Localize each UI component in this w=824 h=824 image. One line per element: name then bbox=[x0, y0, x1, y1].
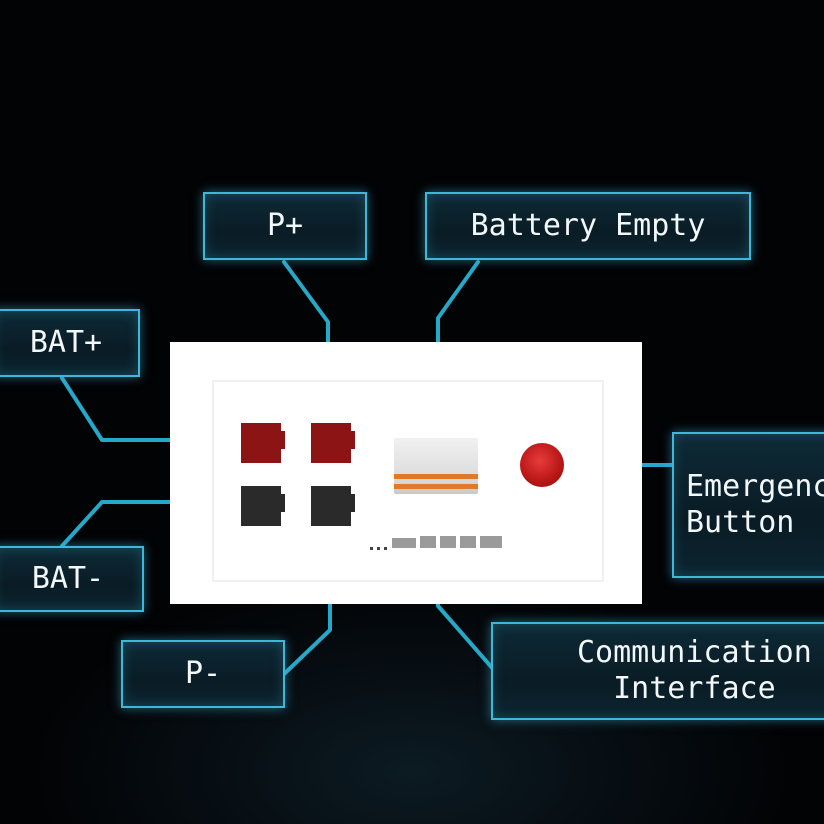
terminal-notch bbox=[277, 431, 285, 449]
communication-port bbox=[392, 538, 416, 548]
terminal-notch bbox=[277, 494, 285, 512]
battery-empty-indicator bbox=[394, 438, 478, 494]
label-communication-interface: Communication Interface bbox=[491, 622, 824, 720]
terminal-notch bbox=[347, 431, 355, 449]
port-dot bbox=[370, 547, 373, 550]
indicator-stripe bbox=[394, 474, 478, 479]
communication-port bbox=[440, 536, 456, 548]
port-dot bbox=[377, 547, 380, 550]
label-emergency-button: Emergency Button bbox=[672, 432, 824, 578]
label-battery-empty: Battery Empty bbox=[425, 192, 751, 260]
terminal-notch bbox=[347, 494, 355, 512]
communication-port bbox=[420, 536, 436, 548]
port-dot bbox=[384, 547, 387, 550]
label-p-plus: P+ bbox=[203, 192, 367, 260]
terminal-bat-plus bbox=[241, 423, 285, 463]
label-bat-plus: BAT+ bbox=[0, 309, 140, 377]
communication-port bbox=[460, 536, 476, 548]
terminal-p-minus bbox=[311, 486, 355, 526]
emergency-stop-button[interactable] bbox=[520, 443, 564, 487]
panel-inner-frame bbox=[212, 380, 604, 582]
terminal-p-plus bbox=[311, 423, 355, 463]
communication-port bbox=[480, 536, 502, 548]
indicator-stripe bbox=[394, 484, 478, 489]
label-p-minus: P- bbox=[121, 640, 285, 708]
terminal-bat-minus bbox=[241, 486, 285, 526]
label-bat-minus: BAT- bbox=[0, 546, 144, 612]
